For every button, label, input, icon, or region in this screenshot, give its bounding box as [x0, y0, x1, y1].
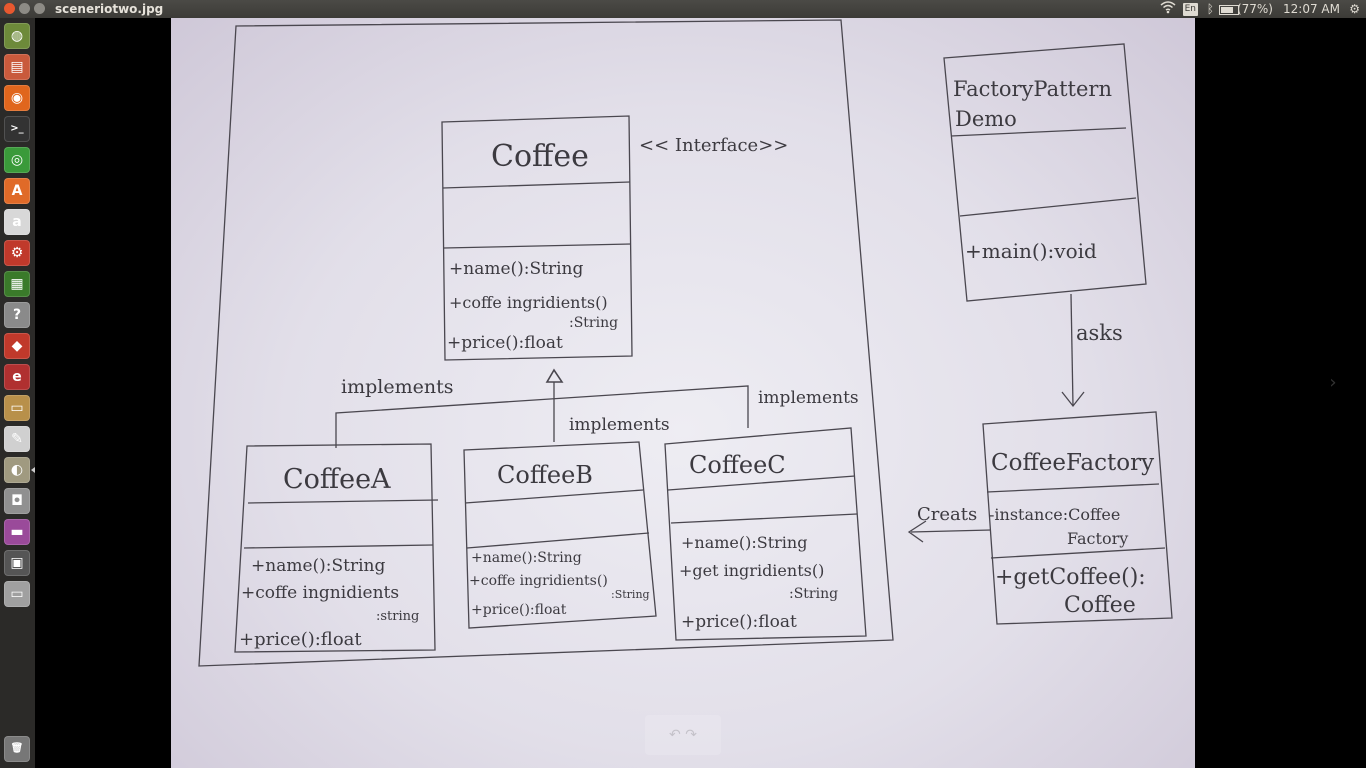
terminal-icon[interactable]: >_ — [4, 116, 30, 142]
bluetooth-icon[interactable]: ᛒ — [1206, 2, 1214, 16]
coffee-method-1: +name():String — [449, 259, 583, 279]
demo-method-1: +main():void — [965, 239, 1097, 263]
coffeec-method-2-return: :String — [789, 586, 838, 602]
demo-class-name-2: Demo — [955, 107, 1017, 131]
coffeec-class-name: CoffeeC — [689, 451, 786, 479]
firefox-icon[interactable]: ◉ — [4, 85, 30, 111]
coffee-method-3: +price():float — [447, 333, 563, 353]
implements-label-a: implements — [341, 376, 453, 398]
coffeeb-method-2-return: :String — [611, 588, 650, 601]
coffeefactory-method-1: +getCoffee(): — [995, 565, 1146, 590]
dash-icon[interactable]: ◍ — [4, 23, 30, 49]
window-title: sceneriotwo.jpg — [55, 2, 164, 16]
workspace-icon[interactable]: ▣ — [4, 550, 30, 576]
help-icon[interactable]: ? — [4, 302, 30, 328]
implements-label-b: implements — [569, 415, 670, 435]
settings-icon[interactable]: ⚙ — [4, 240, 30, 266]
coffee-class-box — [441, 115, 633, 361]
eclipse-icon[interactable]: e — [4, 364, 30, 390]
coffee-method-2-return: :String — [569, 315, 618, 331]
git-icon[interactable]: ◆ — [4, 333, 30, 359]
active-app-indicator — [31, 467, 35, 473]
text-editor-icon[interactable]: ✎ — [4, 426, 30, 452]
coffeeb-method-1: +name():String — [471, 550, 582, 566]
battery-percent: (77%) — [1236, 2, 1273, 16]
uml-drawing: Coffee << Interface>> +name():String +co… — [198, 19, 1173, 667]
system-boundary — [198, 19, 894, 667]
amazon-icon[interactable]: a — [4, 209, 30, 235]
battery-icon[interactable] — [1219, 5, 1239, 15]
wifi-icon[interactable] — [1160, 0, 1176, 19]
coffeeb-class-name: CoffeeB — [497, 461, 593, 489]
top-panel: sceneriotwo.jpg En ᛒ (77%) 12:07 AM ⚙ — [0, 0, 1366, 18]
maximize-window-button[interactable] — [34, 3, 45, 14]
close-window-button[interactable] — [4, 3, 15, 14]
archive-icon[interactable]: ▭ — [4, 395, 30, 421]
coffeefactory-attr-2: Factory — [1067, 529, 1128, 548]
interface-stereotype: << Interface>> — [639, 135, 788, 156]
coffeeb-class-box — [463, 441, 657, 629]
coffeea-method-2: +coffe ingnidients — [241, 583, 399, 603]
coffeec-method-1: +name():String — [681, 533, 807, 552]
trash-icon[interactable]: 🗑 — [4, 736, 30, 762]
image-nav-controls[interactable]: ↶ ↷ — [645, 715, 721, 755]
demo-class-box — [943, 43, 1147, 302]
coffeec-method-3: +price():float — [681, 612, 797, 632]
libreoffice-icon[interactable]: ▦ — [4, 271, 30, 297]
coffeefactory-method-1-return: Coffee — [1064, 593, 1136, 618]
coffee-class-name: Coffee — [491, 139, 589, 174]
coffeeb-method-2: +coffe ingridients() — [469, 573, 608, 589]
coffeea-method-2-return: :string — [376, 609, 419, 624]
keyboard-layout-indicator[interactable]: En — [1182, 3, 1198, 16]
coffeea-class-box — [234, 443, 436, 653]
files-icon[interactable]: ▤ — [4, 54, 30, 80]
drive-icon[interactable]: ▭ — [4, 581, 30, 607]
window-icon[interactable]: ▬ — [4, 519, 30, 545]
implements-label-c: implements — [758, 388, 859, 408]
creats-label: Creats — [917, 504, 977, 525]
coffeea-method-1: +name():String — [251, 556, 385, 576]
photo-canvas: Coffee << Interface>> +name():String +co… — [171, 18, 1195, 768]
coffee-method-2: +coffe ingridients() — [449, 293, 608, 312]
demo-class-name-1: FactoryPattern — [953, 77, 1112, 101]
coffeefactory-class-name: CoffeeFactory — [991, 450, 1154, 476]
asks-arrow-icon — [1061, 391, 1085, 408]
gear-icon[interactable]: ⚙ — [1349, 2, 1360, 16]
coffeec-class-box — [664, 427, 867, 641]
coffeeb-method-3: +price():float — [471, 602, 567, 618]
next-image-button[interactable]: › — [1329, 372, 1337, 393]
coffeea-class-name: CoffeeA — [283, 464, 391, 495]
coffeec-method-2: +get ingridients() — [679, 561, 824, 580]
inheritance-arrow-icon — [545, 368, 564, 383]
coffeefactory-attr-1: -instance:Coffee — [989, 505, 1120, 524]
clock[interactable]: 12:07 AM — [1283, 2, 1340, 16]
camera-icon[interactable]: ◘ — [4, 488, 30, 514]
minimize-window-button[interactable] — [19, 3, 30, 14]
photo-icon[interactable]: ◐ — [4, 457, 30, 483]
software-center-icon[interactable]: A — [4, 178, 30, 204]
chrome-icon[interactable]: ◎ — [4, 147, 30, 173]
asks-label: asks — [1076, 321, 1123, 345]
creats-arrow-icon — [907, 520, 927, 543]
coffeea-method-3: +price():float — [239, 629, 362, 650]
